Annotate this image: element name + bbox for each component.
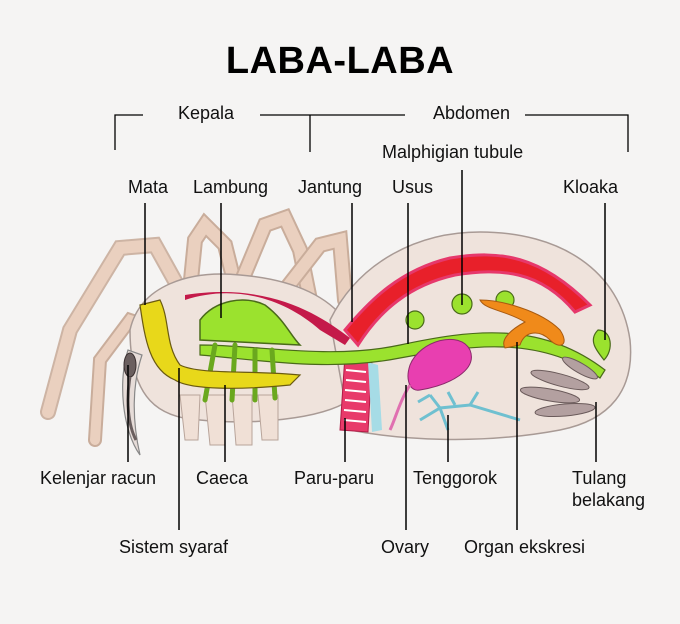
nervous-system: [139, 299, 302, 389]
venom-gland: [123, 352, 137, 378]
label-organ-ekskresi: Organ ekskresi: [464, 537, 586, 557]
label-belakang: belakang: [572, 490, 646, 510]
label-tenggorok: Tenggorok: [413, 468, 498, 488]
label-ovary: Ovary: [381, 537, 430, 557]
label-sistem-syaraf: Sistem syaraf: [119, 537, 229, 557]
leader-lines: [127, 170, 606, 530]
trachea: [417, 391, 521, 431]
label-kloaka: Kloaka: [563, 177, 619, 197]
label-kepala: Kepala: [178, 103, 235, 123]
heart: [343, 253, 593, 348]
label-jantung: Jantung: [298, 177, 363, 197]
label-mata: Mata: [128, 177, 169, 197]
section-brackets: [114, 114, 629, 152]
label-kelenjar-racun: Kelenjar racun: [40, 468, 157, 488]
label-lambung: Lambung: [193, 177, 269, 197]
silk-glands: [519, 356, 598, 418]
label-caeca: Caeca: [196, 468, 249, 488]
aorta: [185, 292, 350, 345]
label-abdomen: Abdomen: [433, 103, 511, 123]
label-tulang: Tulang: [572, 468, 627, 488]
diagram-title: LABA-LABA: [225, 40, 455, 82]
excretory-organ: [479, 299, 565, 349]
stomach: [199, 299, 302, 346]
label-paru-paru: Paru-paru: [294, 468, 375, 488]
label-usus: Usus: [392, 177, 434, 197]
label-malphigian-tubule: Malphigian tubule: [382, 142, 524, 162]
